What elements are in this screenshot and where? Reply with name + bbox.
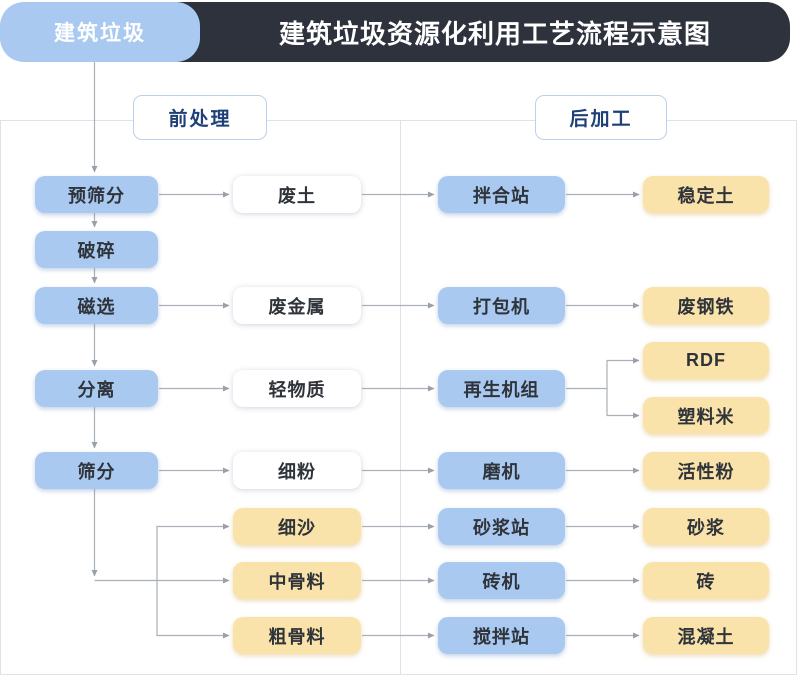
node-mill: 磨机 [438, 452, 565, 489]
diagram-panel-border [0, 120, 797, 675]
node-regeneration-unit: 再生机组 [438, 370, 565, 407]
node-separation: 分离 [35, 370, 158, 407]
node-pre-screening: 预筛分 [35, 176, 158, 213]
node-mortar: 砂浆 [643, 508, 769, 545]
node-concrete: 混凝土 [643, 617, 769, 654]
node-brick: 砖 [643, 562, 769, 599]
section-label-pretreatment: 前处理 [133, 95, 267, 140]
node-crushing: 破碎 [35, 231, 158, 268]
node-fine-sand: 细沙 [233, 508, 361, 545]
node-stabilized-soil: 稳定土 [643, 176, 769, 213]
node-medium-aggregate: 中骨料 [233, 562, 361, 599]
node-screening: 筛分 [35, 452, 158, 489]
node-rdf: RDF [643, 342, 769, 379]
node-waste-metal: 废金属 [233, 287, 361, 324]
node-concrete-batching-plant: 搅拌站 [438, 617, 565, 654]
node-coarse-aggregate: 粗骨料 [233, 617, 361, 654]
node-baler: 打包机 [438, 287, 565, 324]
node-magnetic-separation: 磁选 [35, 287, 158, 324]
source-tab-construction-waste: 建筑垃圾 [0, 2, 200, 62]
section-label-postprocessing: 后加工 [535, 95, 667, 140]
section-divider-line [400, 120, 401, 675]
node-mixing-plant: 拌合站 [438, 176, 565, 213]
node-mortar-plant: 砂浆站 [438, 508, 565, 545]
node-plastic-pellets: 塑料米 [643, 397, 769, 434]
diagram-title: 建筑垃圾资源化利用工艺流程示意图 [278, 18, 711, 49]
node-brick-machine: 砖机 [438, 562, 565, 599]
node-fine-powder: 细粉 [233, 452, 361, 489]
node-scrap-steel: 废钢铁 [643, 287, 769, 324]
node-light-material: 轻物质 [233, 370, 361, 407]
node-active-powder: 活性粉 [643, 452, 769, 489]
node-waste-soil: 废土 [233, 176, 361, 213]
